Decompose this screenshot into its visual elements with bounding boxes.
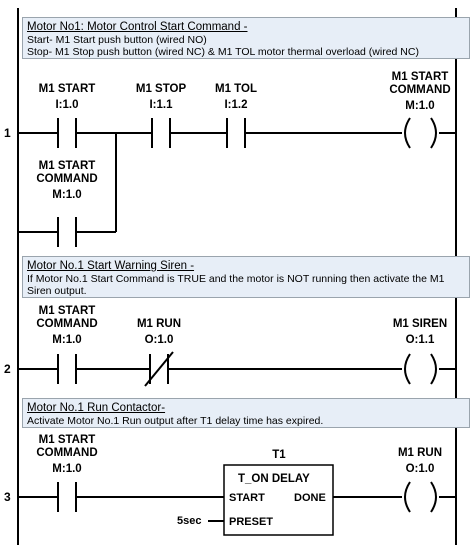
branch-contact-label: M1 START COMMAND M:1.0 [36,160,98,201]
timer-tag-label: T1 [272,449,286,461]
contact-m1-start-command-r2 [57,354,77,384]
rung-2-comment: Motor No.1 Start Warning Siren - If Moto… [22,256,470,298]
rung-2-comment-line-1: If Motor No.1 Start Command is TRUE and … [27,273,445,285]
rung-1-comment-line-2: Stop- M1 Stop push button (wired NC) & M… [27,46,419,58]
contact-m1-start-command-r3-label: M1 START COMMAND M:1.0 [36,434,98,475]
coil-m1-run [404,481,437,513]
contact-m1-stop-label: M1 STOP I:1.1 [135,83,187,111]
rung-number-3: 3 [4,490,11,504]
rung-3-comment-title: Motor No.1 Run Contactor- [27,402,166,414]
contact-m1-run-label: M1 RUN O:1.0 [136,318,182,346]
branch-seal-in [18,133,117,247]
timer-block-t1 [223,464,334,536]
contact-m1-tol [226,118,246,148]
rung-3-comment: Motor No.1 Run Contactor- Activate Motor… [22,398,470,428]
contact-m1-run-nc [144,351,174,387]
rung-2-comment-line-2: Siren output. [27,285,87,297]
rung-3-comment-line-1: Activate Motor No.1 Run output after T1 … [27,415,324,427]
rung-1-comment-line-1: Start- M1 Start push button (wired NO) [27,34,207,46]
contact-m1-tol-label: M1 TOL I:1.2 [215,83,257,111]
coil-m1-run-label: M1 RUN O:1.0 [397,447,443,475]
coil-m1-start-command [404,117,437,149]
coil-m1-siren [404,353,437,385]
rung-number-2: 2 [4,362,11,376]
timer-preset-value: 5sec [177,515,202,527]
contact-m1-start-command-r2-label: M1 START COMMAND M:1.0 [36,305,98,346]
rung-number-1: 1 [4,126,11,140]
timer-preset-label: PRESET [229,516,274,528]
timer-done-label: DONE [294,492,326,504]
rung-1-comment-title: Motor No1: Motor Control Start Command - [27,21,248,33]
timer-start-label: START [229,492,265,504]
timer-title: T_ON DELAY [238,473,310,485]
rung-2-comment-title: Motor No.1 Start Warning Siren - [27,260,195,272]
contact-m1-start-command-r3 [57,482,77,512]
contact-m1-start [57,118,77,148]
contact-m1-stop [151,118,171,148]
coil-m1-siren-label: M1 SIREN O:1.1 [392,318,448,346]
contact-m1-start-label: M1 START I:1.0 [38,83,96,111]
coil-m1-start-command-label: M1 START COMMAND M:1.0 [389,71,451,112]
rung-1-comment: Motor No1: Motor Control Start Command -… [22,17,470,59]
